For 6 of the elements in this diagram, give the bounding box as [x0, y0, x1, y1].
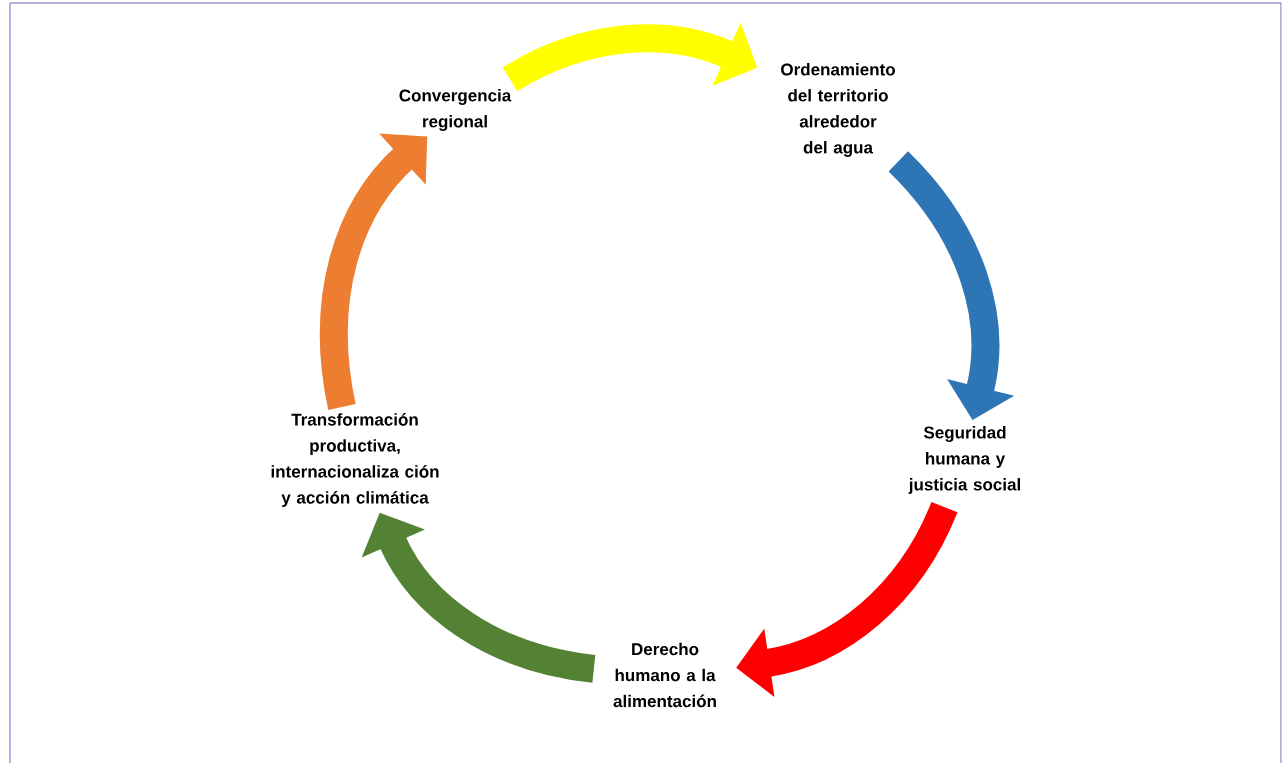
- node-label: Derecho humano a la alimentación: [613, 642, 716, 708]
- node-label: Seguridad humana y justicia social: [908, 426, 1020, 494]
- arrow: [319, 133, 428, 410]
- node-label: Ordenamiento del territorio alrededor del agua: [781, 63, 895, 157]
- node-label: Convergencia regional: [399, 89, 512, 131]
- node-label: Transformación productiva, internacionaliza ción y acción climática: [271, 413, 439, 507]
